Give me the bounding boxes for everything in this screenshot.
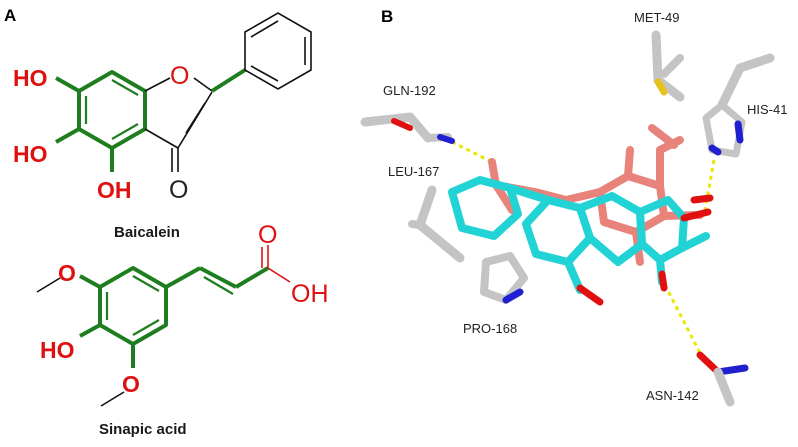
baicalein-ring-oxygen: O [170, 62, 189, 90]
ligand-sinapic-methyl [648, 124, 678, 149]
baicalein-name: Baicalein [114, 224, 180, 241]
residue-asn142 [696, 351, 749, 407]
baicalein-carbonyl-oxygen: O [169, 176, 188, 204]
label-asn142: ASN-142 [646, 388, 699, 403]
label-met49: MET-49 [634, 10, 680, 25]
residue-leu167 [408, 185, 465, 263]
sinapic-carboxyl [261, 245, 291, 283]
sinapic-methoxy-top-o: O [58, 260, 76, 286]
ligand-baicalein-heteroatoms [576, 194, 714, 306]
baicalein-structure: O O HO HO OH [13, 12, 312, 204]
sinapic-methoxy-bottom-o: O [122, 371, 140, 397]
label-his41: HIS-41 [747, 102, 787, 117]
sinapic-methyl-top-bond [36, 277, 61, 293]
baicalein-ho-7: HO [13, 65, 48, 91]
sinapic-ho: HO [40, 337, 75, 363]
label-pro168: PRO-168 [463, 321, 517, 336]
label-leu167: LEU-167 [388, 164, 439, 179]
sinapic-ring [79, 266, 270, 368]
baicalein-ring-a [55, 70, 147, 172]
baicalein-ring-b [244, 12, 312, 90]
panel-b-letter: B [381, 7, 393, 26]
baicalein-ho-6: HO [13, 141, 48, 167]
label-gln192: GLN-192 [383, 83, 436, 98]
residue-met49 [651, 30, 685, 102]
sinapic-acid-name: Sinapic acid [99, 421, 187, 438]
residue-his41 [702, 53, 775, 158]
sinapic-acid-structure: O OH O HO O [36, 221, 329, 407]
residue-gln192 [360, 112, 455, 144]
baicalein-ring-c [144, 77, 213, 172]
sinapic-oh: OH [291, 280, 329, 308]
baicalein-oh-5: OH [97, 177, 132, 203]
sinapic-carbonyl-oxygen: O [258, 221, 277, 249]
ligand-baicalein-pose [448, 176, 710, 294]
baicalein-link-bond [210, 68, 247, 93]
panel-a-letter: A [4, 6, 16, 25]
residue-pro168 [480, 252, 528, 304]
sinapic-methyl-bottom-bond [100, 391, 125, 407]
